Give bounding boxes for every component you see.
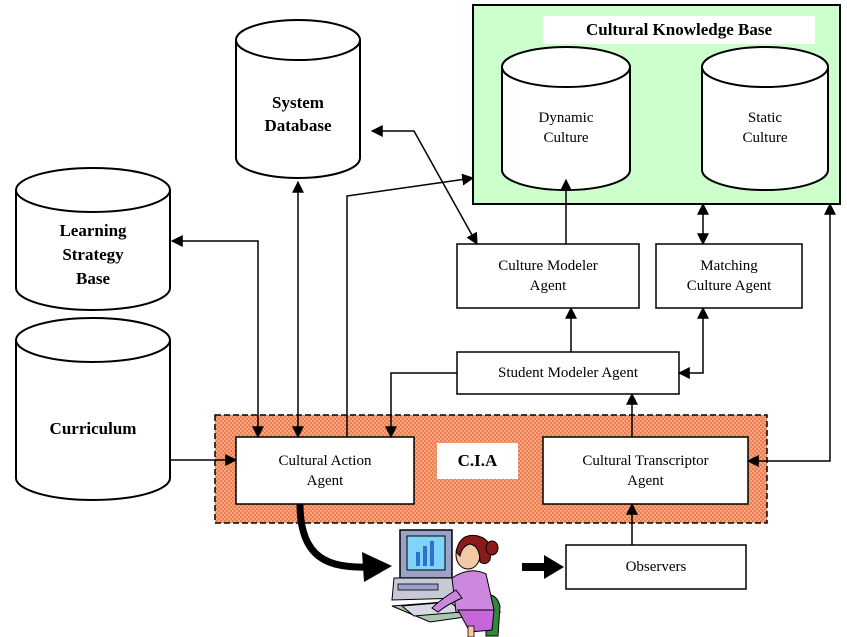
matching-culture-agent-label-line1: Matching (700, 258, 758, 274)
arrow-student-to-matching (677, 306, 709, 379)
learning-strategy-base-cylinder (15, 167, 171, 311)
arrow-student-to-action (385, 372, 457, 439)
arrow-transcriptor-to-knowledge-base (746, 202, 836, 467)
cultural-action-agent-label-line1: Cultural Action (278, 453, 372, 469)
system-database-label-line2: Database (264, 116, 332, 135)
learning-strategy-label-line1: Learning (59, 221, 127, 240)
dynamic-culture-cylinder (501, 46, 631, 191)
static-culture-label-line1: Static (747, 110, 783, 126)
matching-culture-agent-label-line2: Culture Agent (686, 278, 772, 294)
arrow-learning-to-action (170, 235, 264, 439)
cultural-transcriptor-agent-box (542, 436, 749, 505)
knowledge-base-title-box (543, 16, 815, 44)
arrow-action-to-knowledge-base (346, 173, 475, 437)
thick-arrow-user-to-observers-head (544, 555, 564, 579)
thick-arrow-action-to-user (296, 503, 369, 571)
arrow-system-db-to-culture-modeler (370, 125, 478, 246)
static-culture-cylinder (701, 46, 829, 191)
dynamic-culture-label-line1: Dynamic (538, 110, 594, 126)
learning-strategy-label-line3: Base (76, 269, 110, 288)
cia-label-box (437, 443, 518, 479)
system-database-cylinder (235, 19, 361, 179)
system-database-label-line1: System (272, 93, 324, 112)
knowledge-base-title: Cultural Knowledge Base (585, 20, 773, 39)
cia-label: C.I.A (457, 451, 498, 470)
dynamic-culture-label-line2: Culture (543, 130, 589, 146)
culture-modeler-agent-box (456, 243, 640, 309)
culture-modeler-agent-label-line1: Culture Modeler (498, 258, 598, 274)
cultural-transcriptor-agent-label-line2: Agent (627, 473, 664, 489)
thick-arrow-action-to-user-head (362, 552, 392, 582)
curriculum-label: Curriculum (49, 419, 137, 438)
observers-label: Observers (625, 559, 687, 575)
cultural-transcriptor-agent-label-line1: Cultural Transcriptor (582, 453, 709, 469)
curriculum-cylinder (15, 317, 171, 501)
student-modeler-agent-label: Student Modeler Agent (498, 365, 638, 381)
static-culture-label-line2: Culture (742, 130, 788, 146)
cultural-action-agent-box (235, 436, 415, 505)
learning-strategy-label-line2: Strategy (62, 245, 124, 264)
user-at-computer-icon (391, 529, 502, 637)
culture-modeler-agent-label-line2: Agent (529, 278, 567, 294)
observers-box (565, 544, 747, 590)
cultural-action-agent-label-line2: Agent (306, 473, 344, 489)
